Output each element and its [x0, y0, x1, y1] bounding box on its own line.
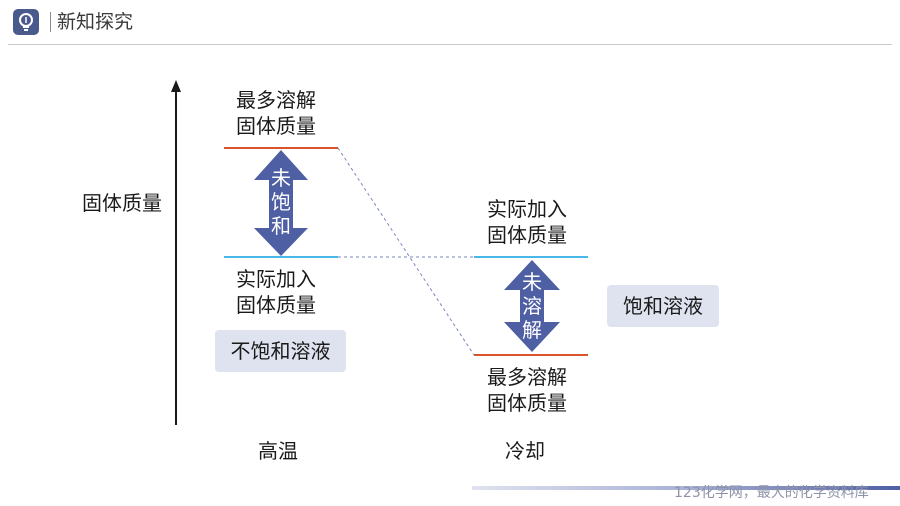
watermark-text: 123化学网，最大的化学资料库 — [674, 485, 869, 501]
right-x-label: 冷却 — [505, 439, 545, 463]
title-divider — [50, 12, 51, 32]
right-double-arrow — [504, 260, 560, 352]
saturated-solution-box: 饱和溶液 — [607, 285, 719, 327]
unsaturated-solution-box: 不饱和溶液 — [215, 330, 346, 372]
y-axis-arrowhead — [171, 80, 181, 92]
right-added-label-line1: 实际加入 — [487, 197, 567, 221]
dashed-max-connector — [337, 147, 475, 356]
left-arrow-char-3: 和 — [271, 214, 291, 238]
left-added-label-line1: 实际加入 — [236, 267, 316, 291]
left-arrow-char-1: 未 — [271, 166, 291, 190]
header-rule — [8, 44, 892, 45]
left-added-label-line2: 固体质量 — [236, 293, 316, 317]
left-arrow-char-2: 饱 — [271, 190, 291, 214]
left-max-label-line2: 固体质量 — [236, 114, 316, 138]
lightbulb-icon — [13, 9, 39, 35]
right-max-label-line2: 固体质量 — [487, 391, 567, 415]
y-axis-label: 固体质量 — [82, 191, 162, 215]
right-arrow-char-3: 解 — [522, 318, 542, 342]
page-header: 新知探究 — [0, 0, 900, 46]
right-added-label-line2: 固体质量 — [487, 223, 567, 247]
left-x-label: 高温 — [258, 439, 298, 463]
right-arrow-char-1: 未 — [522, 270, 542, 294]
page-title: 新知探究 — [57, 11, 134, 33]
left-max-label-line1: 最多溶解 — [236, 88, 316, 112]
right-arrow-char-2: 溶 — [522, 294, 542, 318]
right-max-label-line1: 最多溶解 — [487, 365, 567, 389]
footer-bar — [472, 486, 900, 490]
left-double-arrow — [254, 150, 308, 256]
